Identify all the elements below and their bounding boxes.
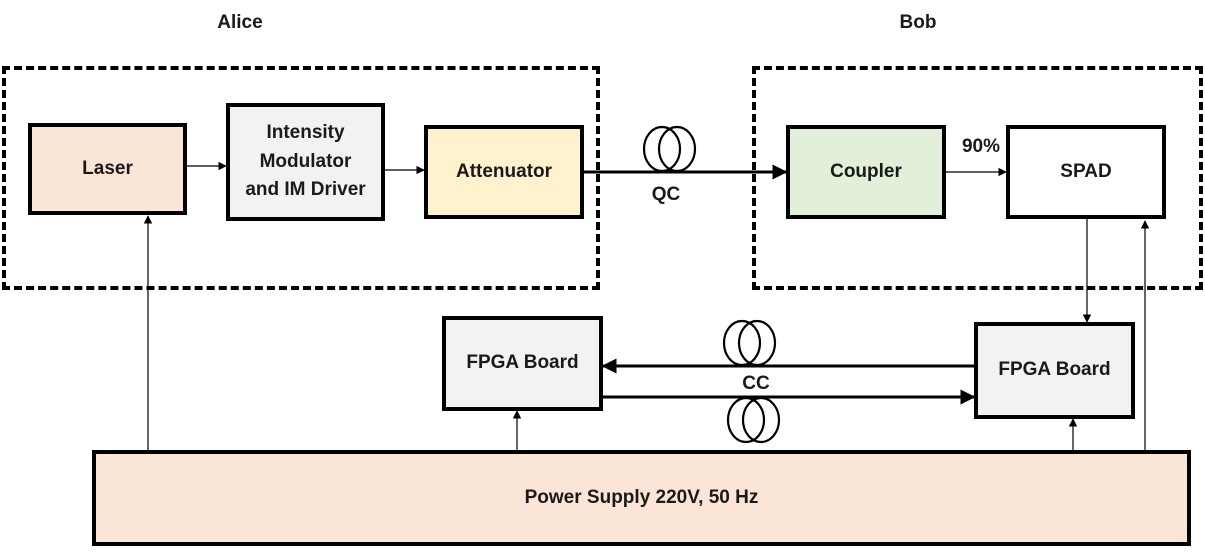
intensity-modulator-block: Intensity Modulator and IM Driver: [226, 103, 385, 221]
laser-label: Laser: [82, 157, 133, 179]
bob-title: Bob: [899, 12, 937, 33]
power-supply-label: Power Supply 220V, 50 Hz: [524, 486, 759, 508]
fpga-board-bob-label: FPGA Board: [998, 359, 1111, 381]
fiber-coil-icon-qc: [642, 125, 697, 173]
fpga-board-alice-block: FPGA Board: [442, 316, 603, 411]
fpga-board-alice-label: FPGA Board: [466, 352, 579, 374]
quantum-channel-label: QC: [651, 184, 681, 205]
coupler-split-label: 90%: [961, 136, 1001, 157]
power-supply-block: Power Supply 220V, 50 Hz: [92, 450, 1191, 546]
laser-block: Laser: [28, 123, 187, 215]
spad-block: SPAD: [1006, 125, 1166, 219]
attenuator-label: Attenuator: [455, 160, 553, 182]
intensity-modulator-label: Intensity Modulator and IM Driver: [245, 122, 366, 201]
attenuator-block: Attenuator: [424, 125, 584, 219]
fiber-coil-icon-cc-bottom: [726, 396, 781, 444]
coupler-block: Coupler: [786, 125, 946, 219]
alice-title: Alice: [217, 12, 263, 33]
fpga-board-bob-block: FPGA Board: [974, 322, 1135, 419]
fiber-coil-icon-cc-top: [722, 319, 777, 367]
alice-enclosure: [2, 66, 600, 290]
spad-label: SPAD: [1060, 160, 1112, 182]
bob-enclosure: [752, 66, 1203, 290]
classical-channel-label: CC: [742, 373, 770, 394]
coupler-label: Coupler: [830, 160, 902, 182]
